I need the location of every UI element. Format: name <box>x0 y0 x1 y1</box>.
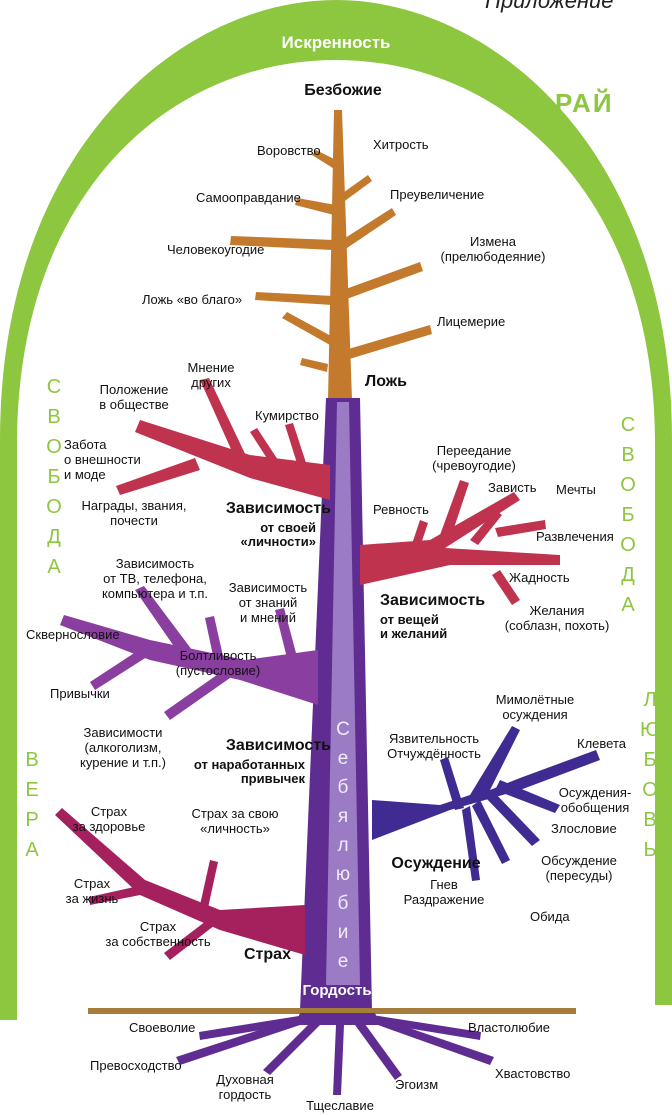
social-position-label: Положение в обществе <box>99 382 169 412</box>
awards-label: Награды, звания, почести <box>81 498 187 528</box>
habits-dependence-sub: от наработанных привычек <box>193 757 305 786</box>
superiority-label: Превосходство <box>90 1058 182 1073</box>
theft-label: Воровство <box>257 143 321 158</box>
lie-label: Ложь <box>365 373 407 390</box>
entertainment-label: Развлечения <box>536 529 614 544</box>
fear-health-label: Страх за здоровье <box>72 804 146 834</box>
profanity-label: Сквернословие <box>26 627 120 642</box>
personality-dependence-sub: от своей «личности» <box>240 520 316 549</box>
others-opinion-label: Мнение других <box>187 360 235 390</box>
egoism-label: Эгоизм <box>395 1077 439 1092</box>
crown-branches <box>230 110 432 400</box>
hypocrisy-label: Лицемерие <box>437 314 506 329</box>
jealousy-label: Ревность <box>373 502 429 517</box>
trunk-inner <box>326 402 360 985</box>
branch-fear <box>55 808 305 960</box>
fear-life-label: Страх за жизнь <box>65 876 119 906</box>
godlessness-label: Безбожие <box>304 82 382 99</box>
arch-title: Искренность <box>281 33 391 52</box>
envy-label: Зависть <box>488 480 537 495</box>
self-justification-label: Самооправдание <box>196 190 301 205</box>
fear-title: Страх <box>244 946 291 963</box>
desires-label: Желания (соблазн, похоть) <box>504 603 610 633</box>
chatter-label: Болтливость (пустословие) <box>175 648 261 678</box>
things-dependence-title: Зависимость <box>380 592 486 609</box>
sarcasm-label: Язвительность Отчуждённость <box>387 731 481 761</box>
exaggeration-label: Преувеличение <box>390 187 485 202</box>
lust-power-label: Властолюбие <box>468 1020 551 1035</box>
idolatry-label: Кумирство <box>255 408 319 423</box>
branch-judgement <box>372 726 600 881</box>
greed-label: Жадность <box>509 570 570 585</box>
man-pleasing-label: Человекоугодие <box>167 242 265 257</box>
vanity-label: Тщеславие <box>306 1098 374 1113</box>
habits-label: Привычки <box>50 686 110 701</box>
personality-dependence-title: Зависимость <box>225 500 331 517</box>
generalizing-judgement-label: Осуждения- обобщения <box>558 785 632 815</box>
spiritual-pride-label: Духовная гордость <box>216 1072 274 1102</box>
judgement-title: Осуждение <box>391 855 481 872</box>
roots <box>176 1013 494 1095</box>
boasting-label: Хвастовство <box>495 1066 571 1081</box>
adultery-label: Измена (прелюбодеяние) <box>440 234 546 264</box>
offense-label: Обида <box>530 909 570 924</box>
pride-label: Гордость <box>302 982 372 999</box>
ground-line <box>88 1008 576 1014</box>
white-lie-label: Ложь «во благо» <box>142 292 243 307</box>
appendix-label: Приложение <box>485 0 614 13</box>
fear-personality-label: Страх за свою «личность» <box>191 806 279 836</box>
anger-label: Гнев Раздражение <box>403 877 485 907</box>
gluttony-label: Переедание (чревоугодие) <box>432 443 516 473</box>
cunning-label: Хитрость <box>373 137 429 152</box>
dreams-label: Мечты <box>556 482 596 497</box>
fleeting-judgement-label: Мимолётные осуждения <box>495 692 575 722</box>
tv-dependence-label: Зависимость от ТВ, телефона, компьютера … <box>101 556 209 601</box>
branch-habits <box>60 586 318 720</box>
willfulness-label: Своеволие <box>129 1020 196 1035</box>
fear-property-label: Страх за собственность <box>105 919 211 949</box>
slander-label: Клевета <box>577 736 626 751</box>
gossip-label: Обсуждение (пересуды) <box>541 853 617 883</box>
branch-personality <box>116 378 330 500</box>
addictions-label: Зависимости (алкоголизм, курение и т.п.) <box>80 725 166 770</box>
appearance-label: Забота о внешности и моде <box>64 437 141 482</box>
branch-things <box>360 480 560 605</box>
evil-speaking-label: Злословие <box>551 821 617 836</box>
things-dependence-sub: от вещей и желаний <box>380 612 448 641</box>
habits-dependence-title: Зависимость <box>225 737 331 754</box>
knowledge-dependence-label: Зависимость от знаний и мнений <box>228 580 308 625</box>
paradise-label: РАЙ <box>555 88 614 118</box>
